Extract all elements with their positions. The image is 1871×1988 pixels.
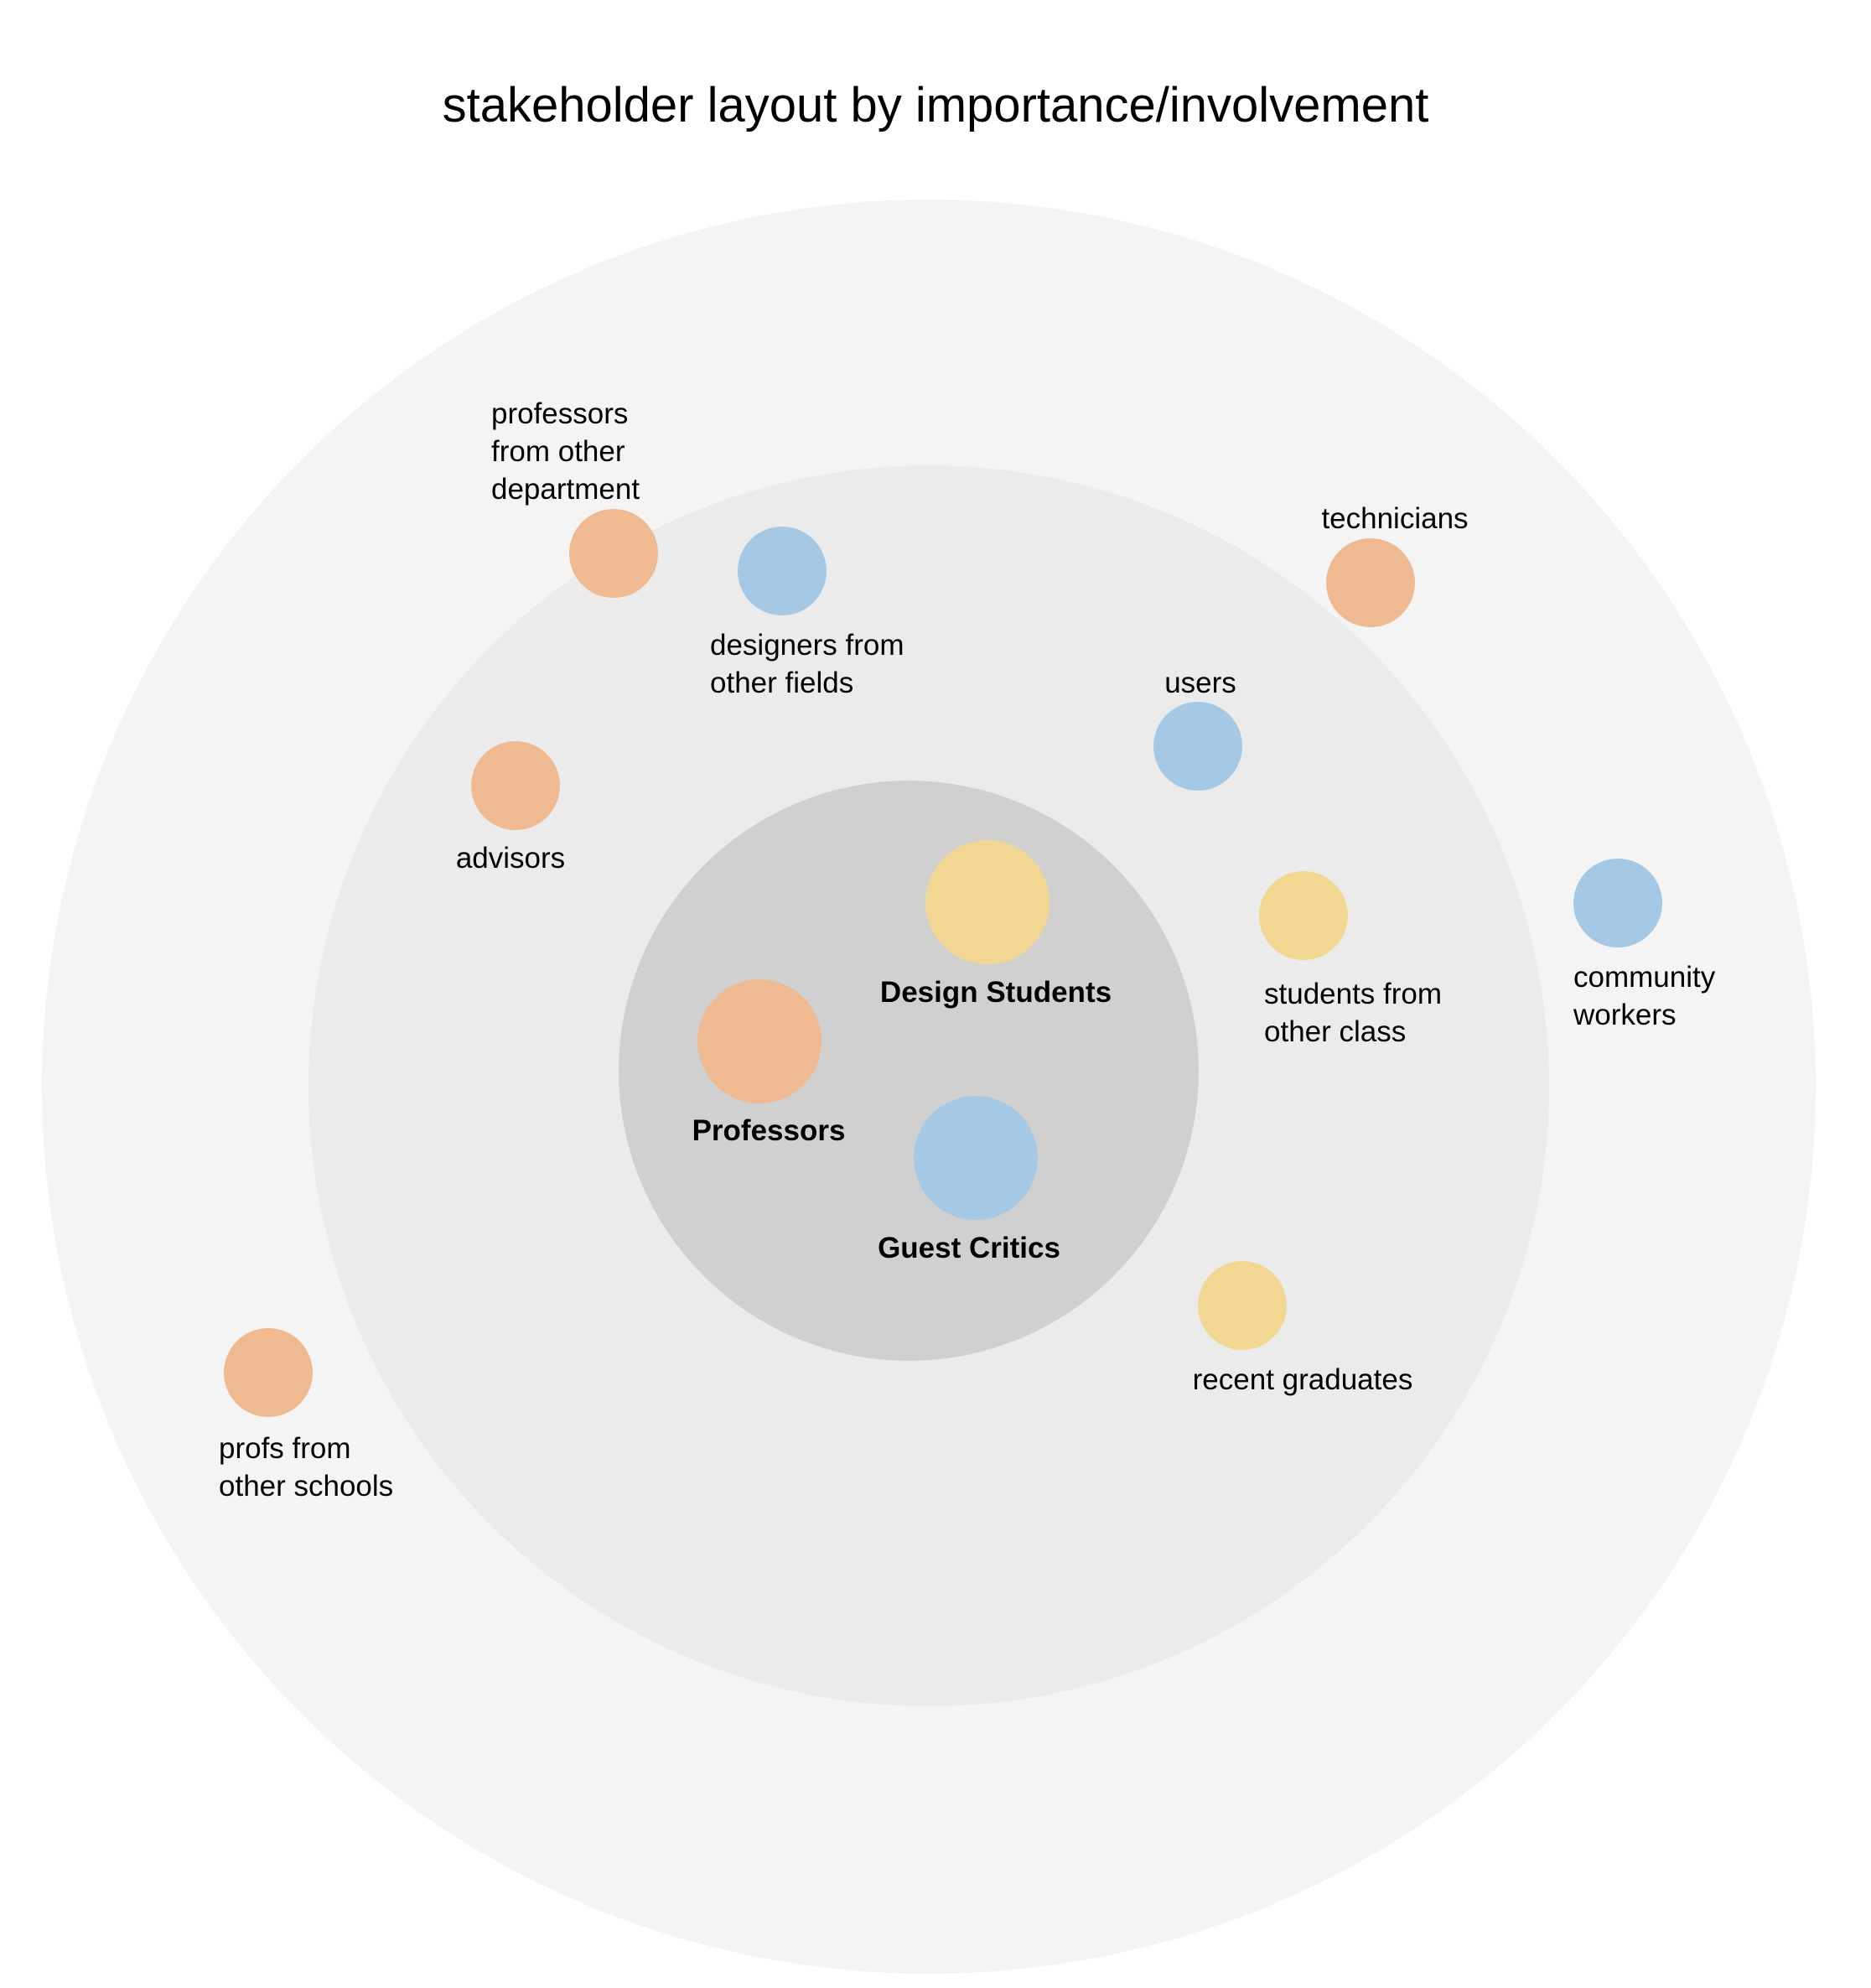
stakeholder-recent-graduates: recent graduates: [1193, 1261, 1413, 1396]
stakeholder-community-workers: community workers: [1573, 859, 1716, 1031]
design-students-label-line: Design Students: [880, 976, 1112, 1009]
stakeholder-students-from-other-class: students from other class: [1259, 871, 1442, 1048]
students-from-other-class-label-line: students from: [1264, 978, 1442, 1010]
community-workers-dot: [1573, 859, 1662, 947]
stakeholder-technicians: technicians: [1321, 502, 1469, 627]
guest-critics-label: Guest Critics: [878, 1232, 1060, 1264]
recent-graduates-dot: [1198, 1261, 1287, 1350]
design-students-label: Design Students: [880, 976, 1112, 1009]
professors-from-other-department-label-line: professors: [491, 397, 628, 430]
users-label: users: [1164, 667, 1236, 699]
professors-label: Professors: [692, 1114, 846, 1147]
recent-graduates-label: recent graduates: [1193, 1363, 1413, 1396]
professors-from-other-department-label-line: department: [491, 473, 640, 506]
designers-from-other-fields-label-line: designers from: [710, 629, 904, 662]
professors-dot: [697, 979, 821, 1103]
technicians-label: technicians: [1321, 502, 1468, 535]
stakeholder-guest-critics: Guest Critics: [878, 1096, 1060, 1264]
students-from-other-class-label: students from other class: [1264, 978, 1442, 1048]
professors-from-other-department-dot: [569, 509, 658, 598]
advisors-dot: [471, 741, 560, 830]
users-label-line: users: [1164, 667, 1236, 699]
professors-from-other-department-label: professors from other department: [491, 397, 640, 506]
recent-graduates-label-line: recent graduates: [1193, 1363, 1413, 1396]
students-from-other-class-label-line: other class: [1264, 1015, 1406, 1048]
community-workers-label: community workers: [1573, 961, 1716, 1031]
profs-from-other-schools-dot: [224, 1328, 313, 1417]
advisors-label-line: advisors: [456, 842, 565, 875]
inner-ring: [619, 781, 1199, 1361]
students-from-other-class-dot: [1259, 871, 1348, 960]
designers-from-other-fields-label-line: other fields: [710, 667, 853, 699]
guest-critics-dot: [914, 1096, 1038, 1220]
technicians-label-line: technicians: [1321, 502, 1468, 535]
stakeholder-design-students: Design Students: [880, 840, 1112, 1009]
designers-from-other-fields-dot: [738, 527, 827, 615]
stakeholder-professors-from-other-department: professors from other department: [491, 397, 658, 598]
profs-from-other-schools-label-line: other schools: [219, 1470, 393, 1503]
stakeholder-professors: Professors: [692, 979, 846, 1147]
stakeholder-designers-from-other-fields: designers from other fields: [710, 527, 904, 699]
design-students-dot: [925, 840, 1050, 964]
profs-from-other-schools-label-line: profs from: [219, 1432, 351, 1465]
stakeholder-profs-from-other-schools: profs from other schools: [219, 1328, 393, 1503]
diagram-title: stakeholder layout by importance/involve…: [443, 78, 1429, 132]
technicians-dot: [1326, 538, 1415, 627]
designers-from-other-fields-label: designers from other fields: [710, 629, 904, 699]
professors-from-other-department-label-line: from other: [491, 435, 625, 468]
stakeholder-advisors: advisors: [456, 741, 565, 875]
advisors-label: advisors: [456, 842, 565, 875]
profs-from-other-schools-label: profs from other schools: [219, 1432, 393, 1503]
stakeholder-users: users: [1153, 667, 1242, 791]
professors-label-line: Professors: [692, 1114, 846, 1147]
guest-critics-label-line: Guest Critics: [878, 1232, 1060, 1264]
users-dot: [1153, 702, 1242, 791]
community-workers-label-line: workers: [1573, 999, 1677, 1031]
community-workers-label-line: community: [1573, 961, 1716, 994]
